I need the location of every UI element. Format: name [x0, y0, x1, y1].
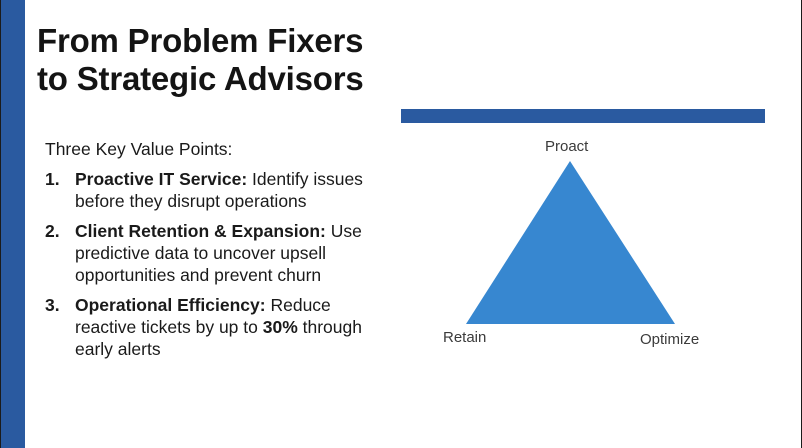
value-point-3: 3. Operational Efficiency: Reduce reacti… — [45, 294, 385, 360]
slide-border-left — [0, 0, 1, 448]
label-retain: Retain — [443, 329, 487, 346]
point-heading: Operational Efficiency: — [75, 295, 266, 315]
point-text-after: through early alerts — [75, 317, 362, 359]
value-point-1: 1. Proactive IT Service: Identify issues… — [45, 168, 385, 212]
title-line-2: to Strategic Advisors — [37, 60, 364, 97]
point-number: 1. — [45, 169, 60, 189]
label-proact: Proact — [545, 138, 589, 155]
point-heading: Client Retention & Expansion: — [75, 221, 326, 241]
left-accent-bar — [1, 0, 25, 448]
title-line-1: From Problem Fixers — [37, 22, 364, 59]
point-text: Use predictive data to uncover upsell op… — [75, 221, 362, 285]
point-number: 2. — [45, 221, 60, 241]
header-accent-bar — [401, 109, 765, 123]
point-emphasis: 30% — [262, 317, 298, 337]
value-point-2: 2. Client Retention & Expansion: Use pre… — [45, 220, 385, 286]
point-text: Reduce reactive tickets by up to — [75, 295, 331, 337]
intro-text: Three Key Value Points: — [45, 139, 233, 159]
triangle-shape — [466, 161, 675, 324]
point-heading: Proactive IT Service: — [75, 169, 248, 189]
value-points-list: 1. Proactive IT Service: Identify issues… — [45, 168, 385, 368]
slide-title: From Problem Fixers to Strategic Advisor… — [37, 22, 407, 98]
point-text: Identify issues before they disrupt oper… — [75, 169, 363, 211]
point-number: 3. — [45, 295, 60, 315]
label-optimize: Optimize — [640, 331, 700, 348]
